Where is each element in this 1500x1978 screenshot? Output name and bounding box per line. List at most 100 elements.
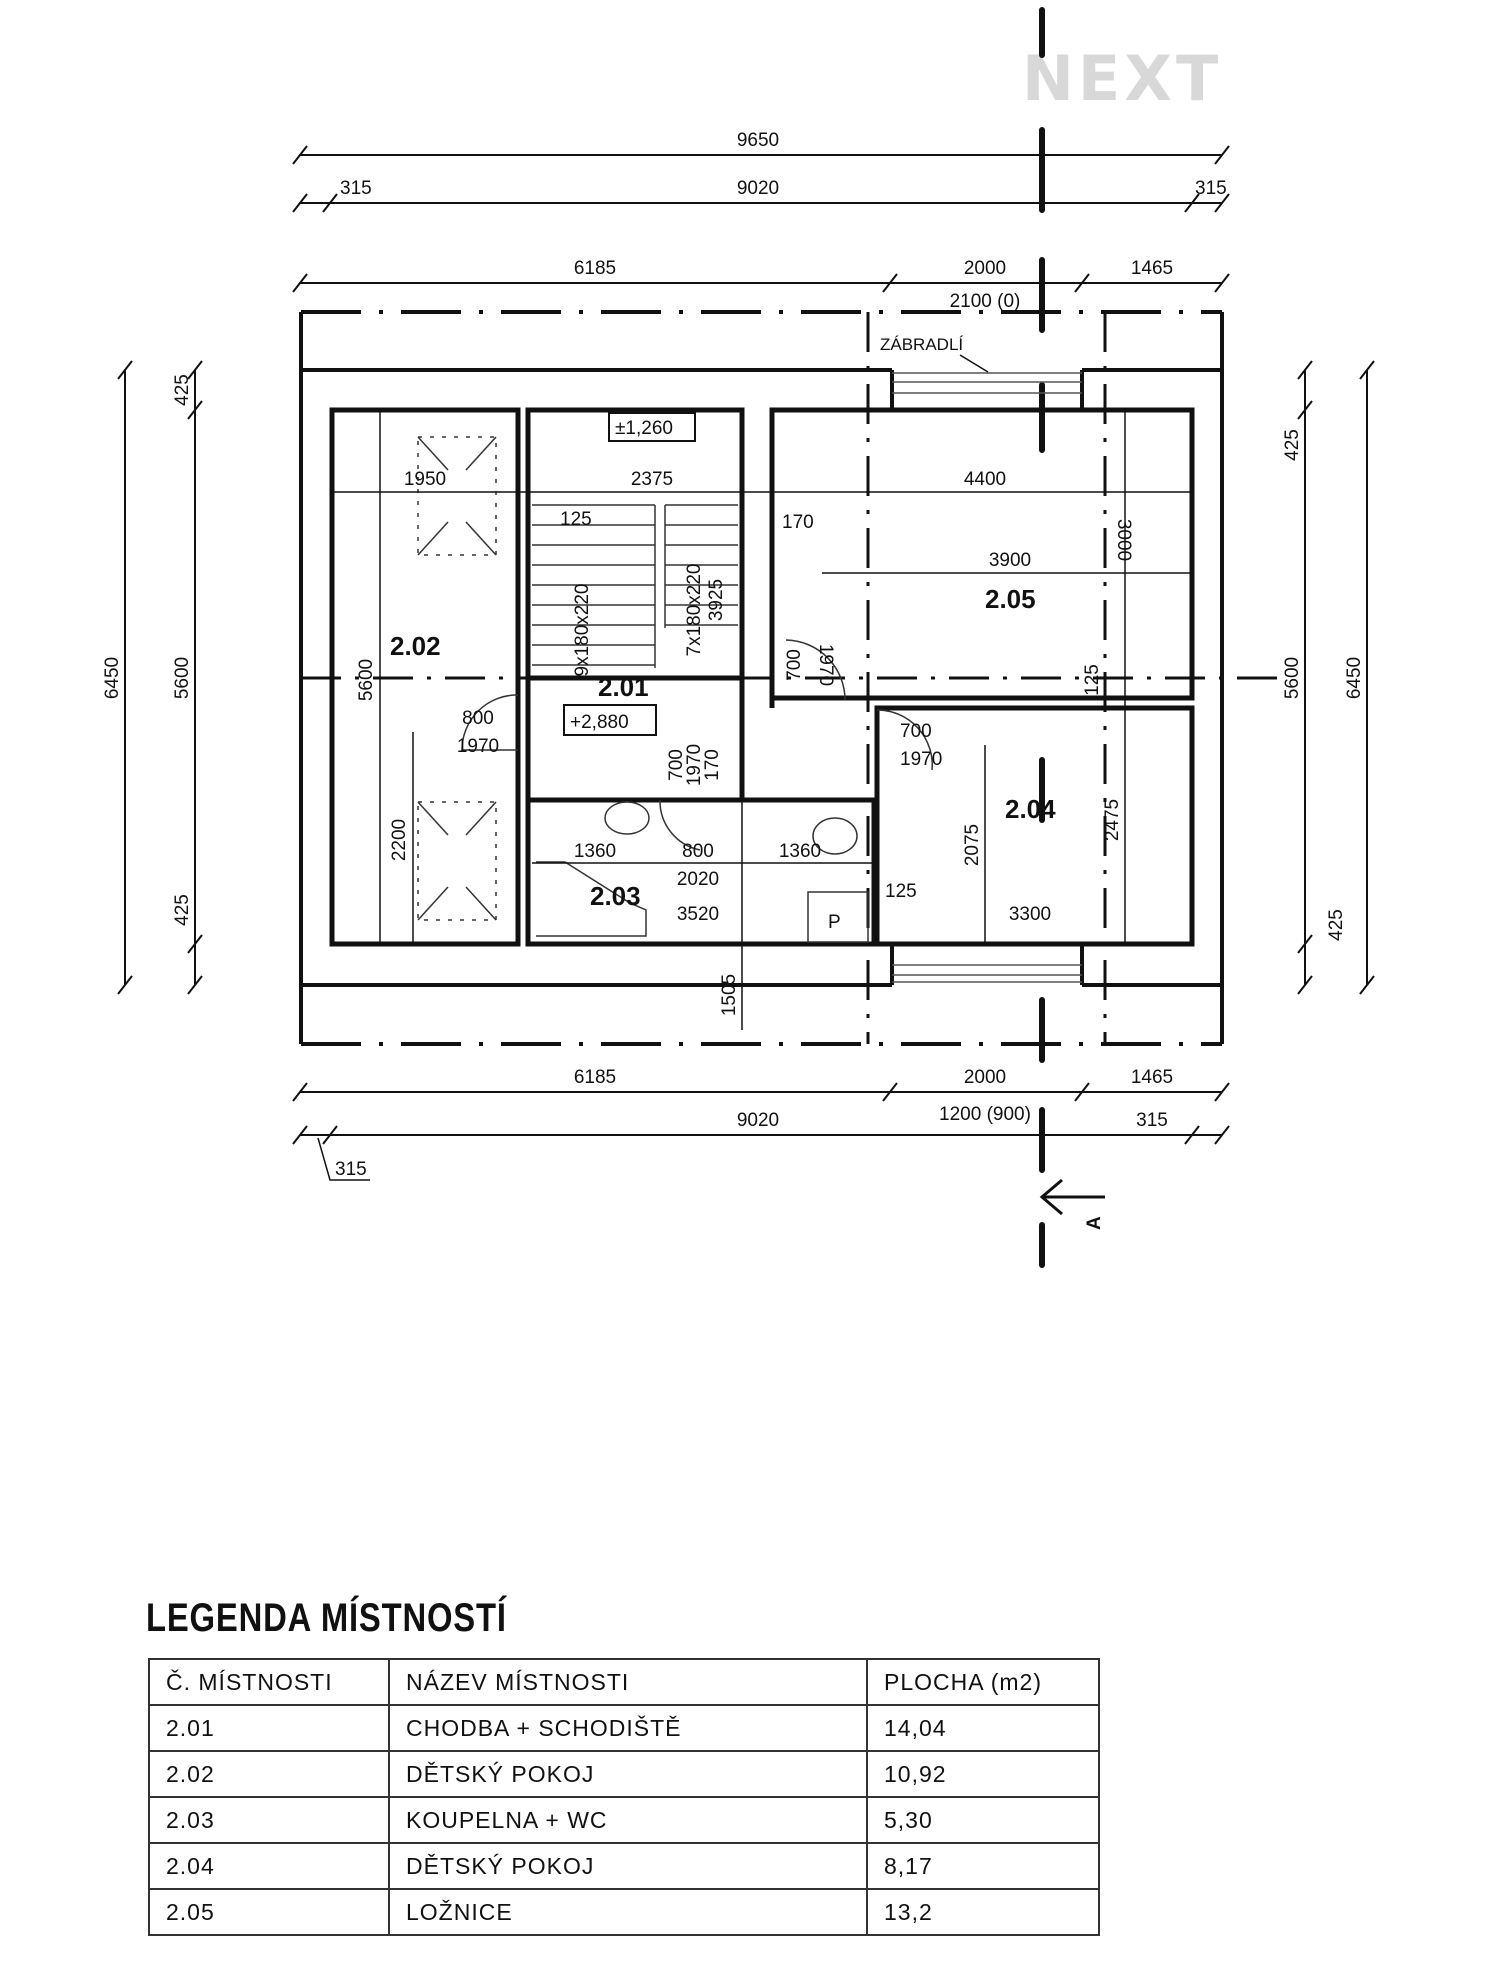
dim-bottom-seg-left: 6185 (574, 1067, 616, 1088)
room-name: CHODBA + SCHODIŠTĚ (388, 1704, 868, 1752)
dim-room204-w: 3300 (1009, 904, 1051, 925)
laundry-p-label: P (828, 912, 841, 933)
room-name: DĚTSKÝ POKOJ (388, 1750, 868, 1798)
dim-wall-170-a: 170 (782, 512, 814, 533)
room-2-01-stair-walls (525, 407, 745, 681)
dim-room202-width: 1950 (404, 469, 446, 490)
dim-room205-w2: 3900 (989, 550, 1031, 571)
dim-room203-c: 1360 (779, 841, 821, 862)
dim-stair-run-1: 9x180x220 (572, 584, 593, 677)
legend-row: 2.03 KOUPELNA + WC 5,30 (148, 1796, 1100, 1844)
dim-seg-mid: 2000 (964, 258, 1006, 279)
room-number: 2.01 (148, 1704, 390, 1752)
room-label-2-05: 2.05 (985, 584, 1036, 614)
room-area: 14,04 (866, 1704, 1100, 1752)
right-dimension-lines (1304, 370, 1368, 985)
dim-door202-h: 1970 (457, 736, 499, 757)
dim-bottom-right-offset: 315 (1136, 1110, 1168, 1131)
dim-stair-length: 3925 (706, 579, 727, 621)
bottom-dimension-lines (300, 1091, 1222, 1136)
dim-bottom-opening-note: 1200 (900) (939, 1104, 1031, 1125)
dim-opening-note-top: 2100 (0) (950, 291, 1021, 312)
stair-treads (532, 504, 738, 668)
dim-room203-e: 3520 (677, 904, 719, 925)
section-label: A (1084, 1216, 1105, 1230)
room-2-04-walls (874, 705, 1195, 947)
dim-room204-h2: 2475 (1102, 799, 1123, 841)
dim-bottom-seg-right: 1465 (1131, 1067, 1173, 1088)
dim-right-offset: 315 (1195, 178, 1227, 199)
dim-overall-width: 9650 (737, 130, 779, 151)
legend-header: Č. MÍSTNOSTI (148, 1658, 390, 1706)
legend-row: 2.01 CHODBA + SCHODIŠTĚ 14,04 (148, 1704, 1100, 1752)
dim-room205-h: 3000 (1113, 519, 1134, 561)
legend-title: LEGENDA MÍSTNOSTÍ (146, 1596, 507, 1640)
level-top: ±1,260 (615, 418, 673, 439)
dim-left-bottom-offset: 425 (172, 894, 193, 926)
room-2-05-walls (769, 407, 1195, 701)
dim-left-top-offset: 425 (172, 374, 193, 406)
dim-stair-width: 2375 (631, 469, 673, 490)
top-dimension-ticks (292, 145, 1230, 293)
dim-seg-left: 6185 (574, 258, 616, 279)
dim-left-inner: 5600 (172, 657, 193, 699)
dim-stair-run-2: 7x180x220 (684, 564, 705, 657)
room-name: DĚTSKÝ POKOJ (388, 1842, 868, 1890)
room-number: 2.04 (148, 1842, 390, 1890)
dim-inner-width: 9020 (737, 178, 779, 199)
dim-left-offset: 315 (340, 178, 372, 199)
legend-header-row: Č. MÍSTNOSTI NÁZEV MÍSTNOSTI PLOCHA (m2) (148, 1658, 1100, 1706)
level-floor: +2,880 (570, 712, 629, 733)
dim-door204-w: 700 (900, 721, 932, 742)
dim-door205-w: 700 (784, 649, 805, 681)
room-label-2-01: 2.01 (598, 672, 649, 702)
dim-seg-right: 1465 (1131, 258, 1173, 279)
railing (892, 372, 1082, 983)
room-2-03-walls (525, 797, 877, 947)
room-number: 2.05 (148, 1888, 390, 1936)
dim-room203-b: 800 (682, 841, 714, 862)
dim-bottom-left-offset: 315 (335, 1159, 367, 1180)
legend-row: 2.04 DĚTSKÝ POKOJ 8,17 (148, 1842, 1100, 1890)
room-area: 5,30 (866, 1796, 1100, 1844)
legend-row: 2.02 DĚTSKÝ POKOJ 10,92 (148, 1750, 1100, 1798)
dim-wall-170-b: 170 (702, 749, 723, 781)
dim-room203-d: 2020 (677, 869, 719, 890)
dim-door203-w: 700 (666, 749, 687, 781)
dim-wall-125-b: 125 (885, 881, 917, 902)
top-dimension-lines (300, 154, 1222, 284)
next-watermark-logo: NEXT (1022, 42, 1223, 115)
room-number: 2.03 (148, 1796, 390, 1844)
room-2-02-walls (329, 407, 521, 947)
room-name: LOŽNICE (388, 1888, 868, 1936)
door-swing-icon (461, 639, 933, 851)
room-legend-table: Č. MÍSTNOSTI NÁZEV MÍSTNOSTI PLOCHA (m2)… (148, 1658, 1100, 1936)
dim-room202-window: 2200 (389, 819, 410, 861)
dim-door202-w: 800 (462, 708, 494, 729)
sink-icon (604, 801, 650, 835)
dim-door205-h: 1970 (815, 644, 836, 686)
legend-header: PLOCHA (m2) (866, 1658, 1100, 1706)
room-label-2-02: 2.02 (390, 631, 441, 661)
room-number: 2.02 (148, 1750, 390, 1798)
bathtub-icon (536, 861, 647, 937)
legend-row: 2.05 LOŽNICE 13,2 (148, 1888, 1100, 1936)
dim-corridor-len: 1505 (719, 974, 740, 1016)
room-label-2-04: 2.04 (1005, 794, 1056, 824)
dim-right-inner: 5600 (1282, 657, 1303, 699)
dim-right-overall: 6450 (1344, 657, 1365, 699)
skylight-icon (417, 436, 497, 921)
interior-dimension-lines (330, 410, 1192, 1030)
dim-room204-h1: 2075 (962, 824, 983, 866)
dim-right-top-offset: 425 (1282, 429, 1303, 461)
dim-door203-h: 1970 (684, 744, 705, 786)
railing-label: ZÁBRADLÍ (880, 335, 963, 354)
room-area: 13,2 (866, 1888, 1100, 1936)
dim-door204-h: 1970 (900, 749, 942, 770)
dim-right-bottom-offset: 425 (1326, 909, 1347, 941)
dim-wall-125-a: 125 (560, 509, 592, 530)
section-arrow-icon (1039, 1178, 1105, 1216)
left-dimension-lines (124, 370, 196, 985)
legend-header: NÁZEV MÍSTNOSTI (388, 1658, 868, 1706)
sanitary-fixtures (536, 801, 869, 943)
